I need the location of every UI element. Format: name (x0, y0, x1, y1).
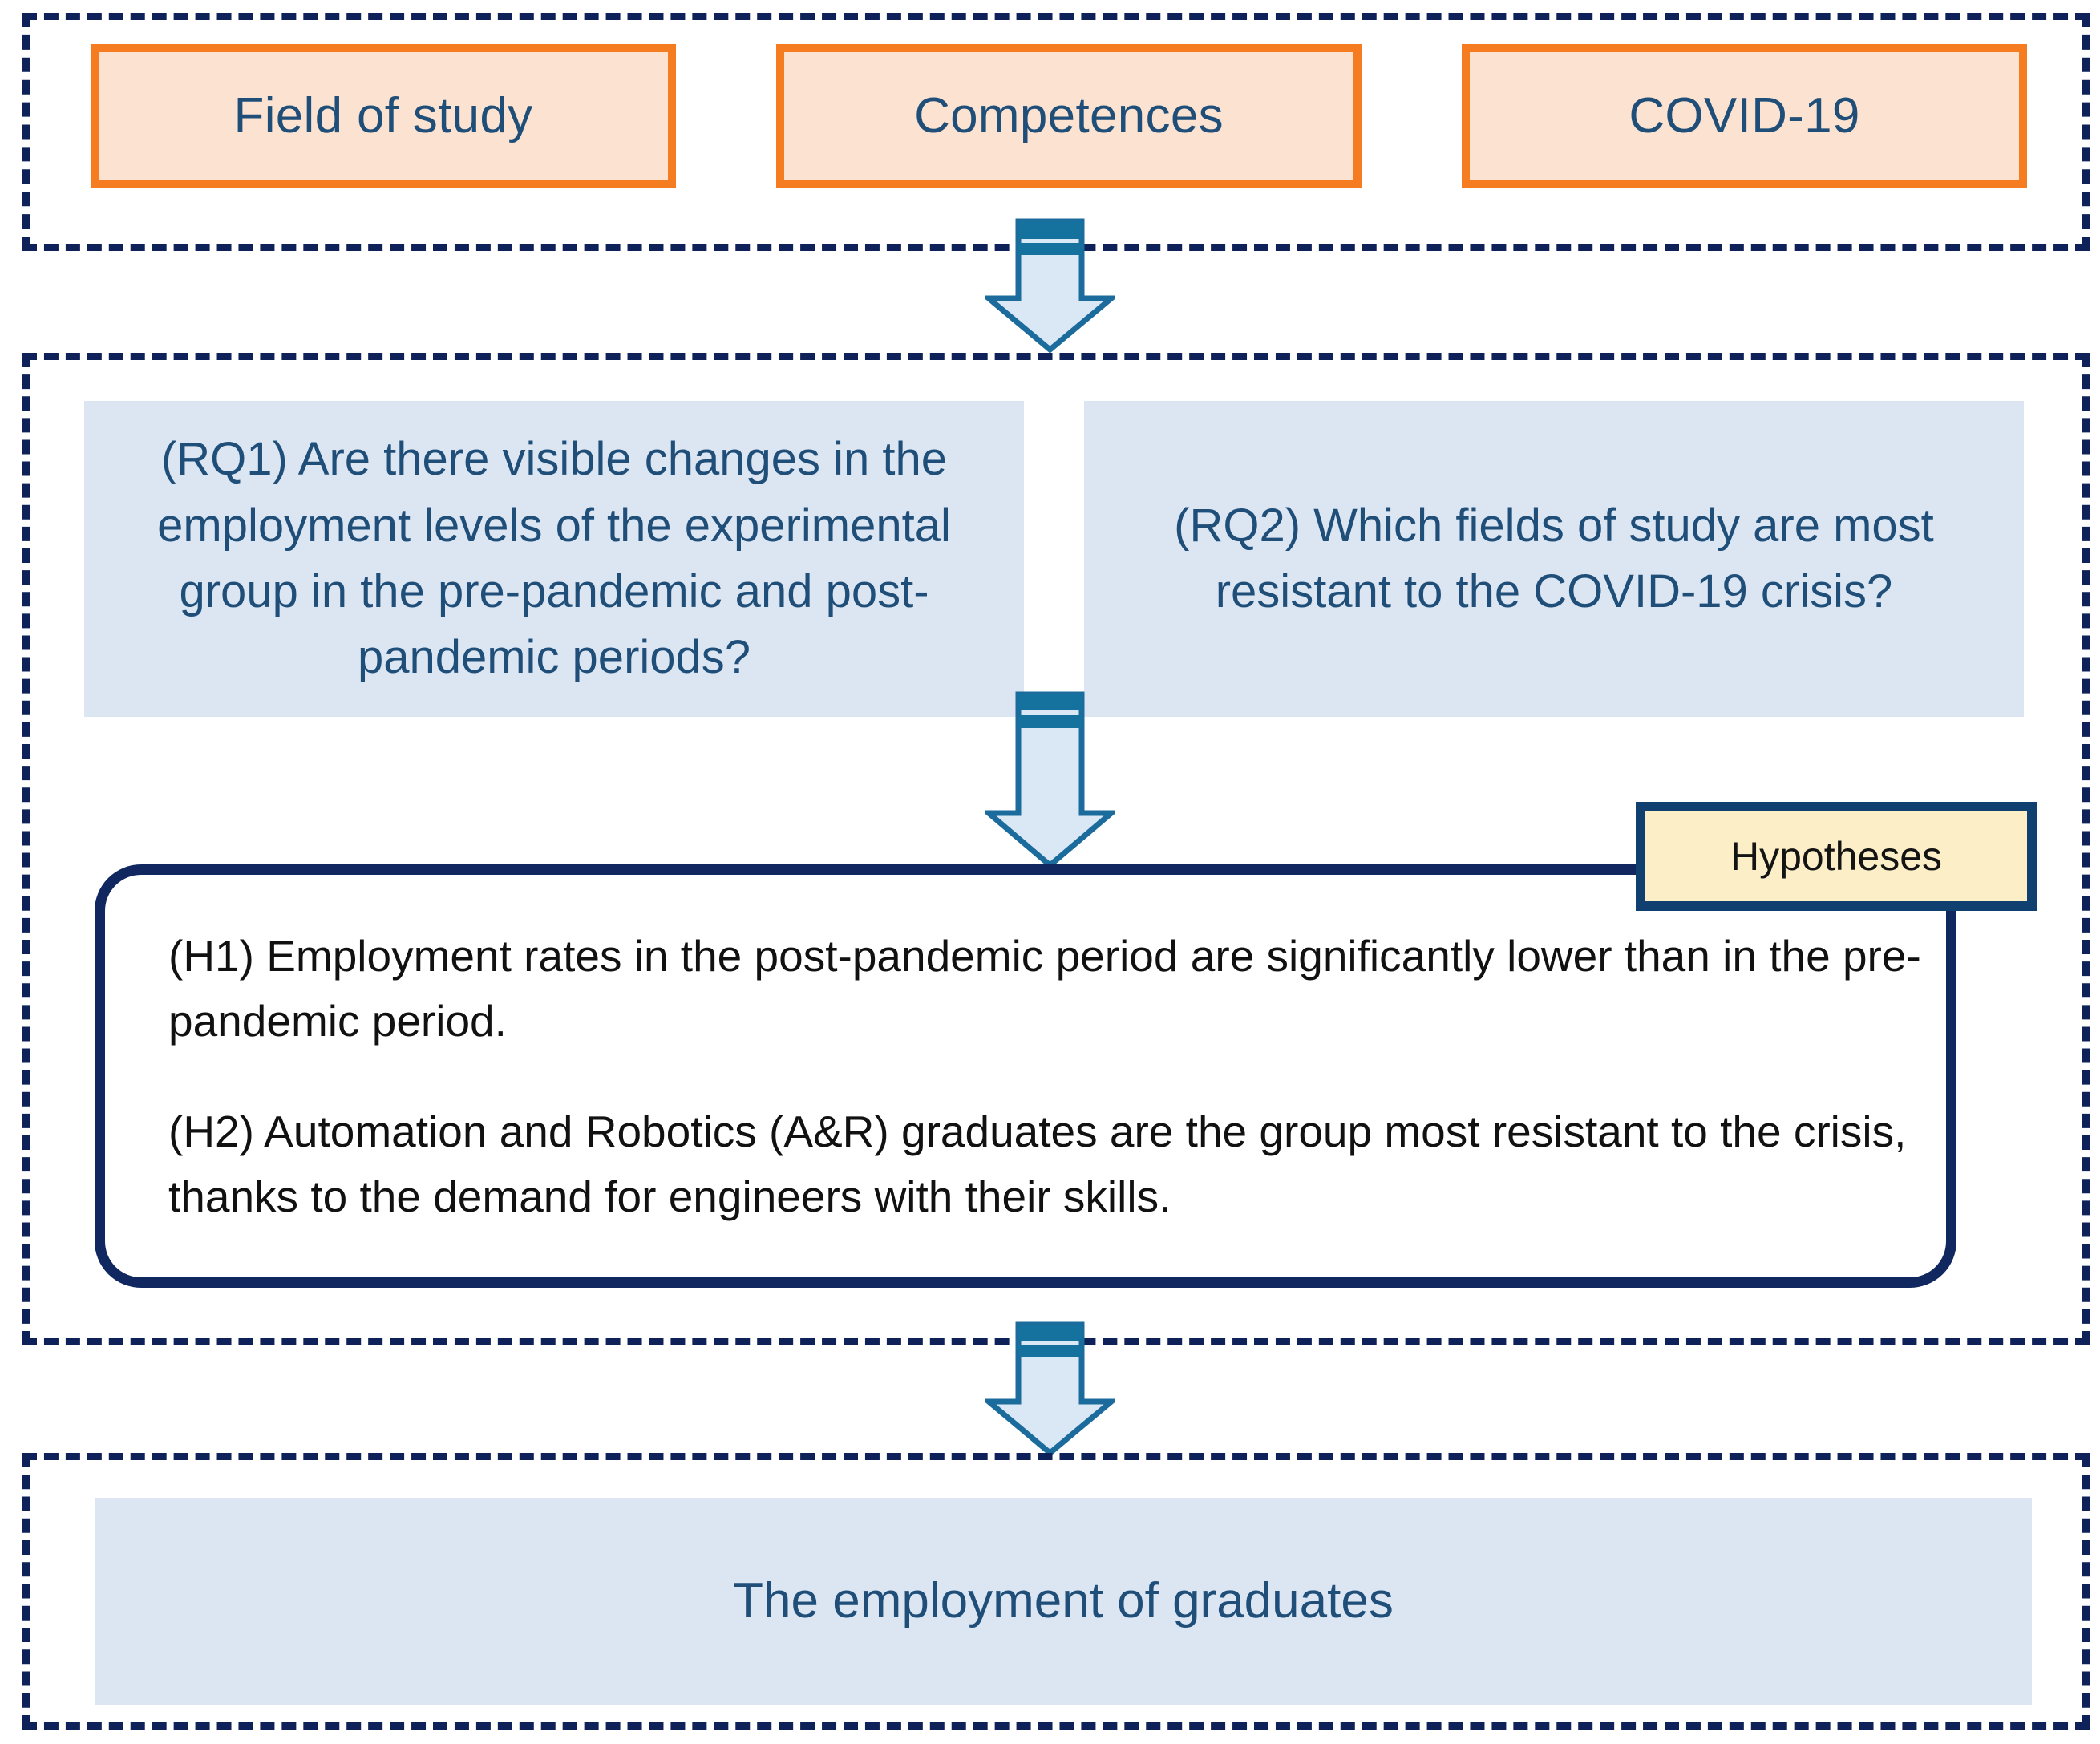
outcome-label: The employment of graduates (733, 1572, 1394, 1629)
arrow-questions-to-hypotheses (985, 691, 1115, 869)
research-question-rq2-label: (RQ2) Which fields of study are most res… (1174, 499, 1934, 617)
hypothesis-h1: (H1) Employment rates in the post-pandem… (168, 931, 1921, 1046)
hypotheses-tag-label: Hypotheses (1730, 834, 1943, 879)
hypotheses-container (95, 864, 1956, 1288)
hypotheses-text-block: (H1) Employment rates in the post-pandem… (168, 924, 1940, 1230)
research-question-rq1-label: (RQ1) Are there visible changes in the e… (157, 433, 951, 684)
arrow-inputs-to-research (985, 218, 1115, 353)
hypotheses-tag: Hypotheses (1636, 802, 2037, 911)
concept-label-competences: Competences (914, 88, 1224, 144)
concept-box-competences[interactable]: Competences (776, 44, 1362, 188)
research-question-rq2[interactable]: (RQ2) Which fields of study are most res… (1084, 401, 2024, 717)
outcome-box[interactable]: The employment of graduates (95, 1498, 2032, 1705)
arrow-research-to-outcome (985, 1321, 1115, 1456)
concept-label-field-of-study: Field of study (233, 88, 533, 144)
hypothesis-h2: (H2) Automation and Robotics (A&R) gradu… (168, 1106, 1907, 1222)
outcome-container (22, 1453, 2090, 1730)
concept-box-covid-19[interactable]: COVID-19 (1462, 44, 2027, 188)
concept-box-field-of-study[interactable]: Field of study (91, 44, 676, 188)
concept-label-covid-19: COVID-19 (1629, 88, 1860, 144)
research-question-rq1[interactable]: (RQ1) Are there visible changes in the e… (84, 401, 1024, 717)
